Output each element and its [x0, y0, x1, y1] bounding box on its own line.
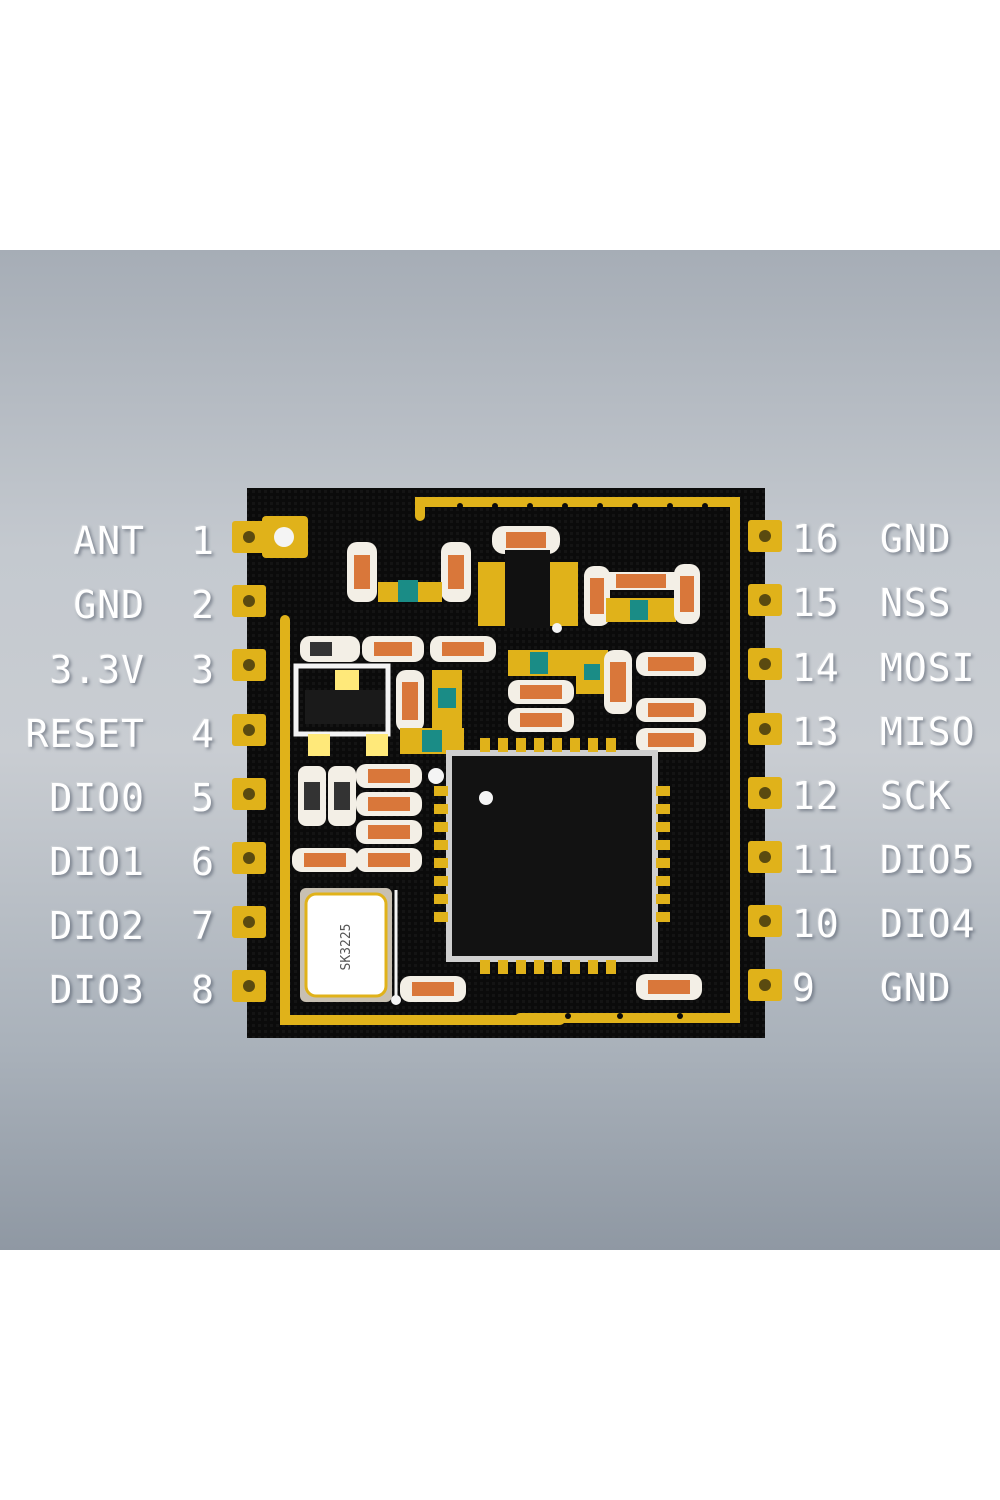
- left-ground-trace: [280, 615, 565, 1025]
- left-pin-4-name: RESET: [25, 712, 145, 756]
- right-pin-11-name: DIO5: [880, 838, 976, 882]
- pinout-diagram: ANT 1 GND 2 3.3V 3 RESET 4 DIO0 5 DIO1 6…: [0, 250, 1000, 1250]
- right-pin-10-number: 10: [792, 902, 840, 946]
- left-pin-3-number: 3: [191, 648, 215, 692]
- left-pin-6-number: 6: [191, 840, 215, 884]
- left-pin-2-name: GND: [73, 583, 145, 627]
- right-pin-15-name: NSS: [880, 581, 952, 625]
- right-pin-14-name: MOSI: [880, 646, 976, 690]
- left-pin-3-name: 3.3V: [49, 648, 145, 692]
- right-pin-9-name: GND: [880, 966, 952, 1010]
- passive-components: [293, 636, 706, 784]
- right-pin-16-name: GND: [880, 517, 952, 561]
- left-pin-5-name: DIO0: [49, 776, 145, 820]
- right-pin-13-number: 13: [792, 710, 840, 754]
- left-pin-1-name: ANT: [73, 519, 145, 563]
- left-pin-8-number: 8: [191, 968, 215, 1012]
- right-pin-12-name: SCK: [880, 774, 952, 818]
- decoupling-components: [292, 764, 422, 872]
- rf-matching-network: [347, 526, 700, 633]
- right-pin-13-name: MISO: [880, 710, 976, 754]
- left-pin-4-number: 4: [191, 712, 215, 756]
- right-pin-10-name: DIO4: [880, 902, 976, 946]
- right-pin-14-number: 14: [792, 646, 840, 690]
- bottom-components: [400, 974, 702, 1019]
- lora-module-board: SK3225: [232, 488, 782, 1038]
- right-pin-12-number: 12: [792, 774, 840, 818]
- left-pin-1-number: 1: [191, 519, 215, 563]
- crystal-marking: SK3225: [339, 924, 354, 971]
- left-pin-6-name: DIO1: [49, 840, 145, 884]
- chip-pads: [434, 738, 670, 974]
- top-ground-trace: [415, 497, 740, 1023]
- right-pin-9-number: 9: [792, 966, 816, 1010]
- left-pin-8-name: DIO3: [49, 968, 145, 1012]
- right-pin-16-number: 16: [792, 517, 840, 561]
- sx1278-chip: [446, 750, 658, 962]
- right-pin-11-number: 11: [792, 838, 840, 882]
- left-pin-7-name: DIO2: [49, 904, 145, 948]
- left-pin-2-number: 2: [191, 583, 215, 627]
- right-pin-15-number: 15: [792, 581, 840, 625]
- left-pin-5-number: 5: [191, 776, 215, 820]
- left-pin-7-number: 7: [191, 904, 215, 948]
- crystal-oscillator: SK3225: [300, 888, 392, 1002]
